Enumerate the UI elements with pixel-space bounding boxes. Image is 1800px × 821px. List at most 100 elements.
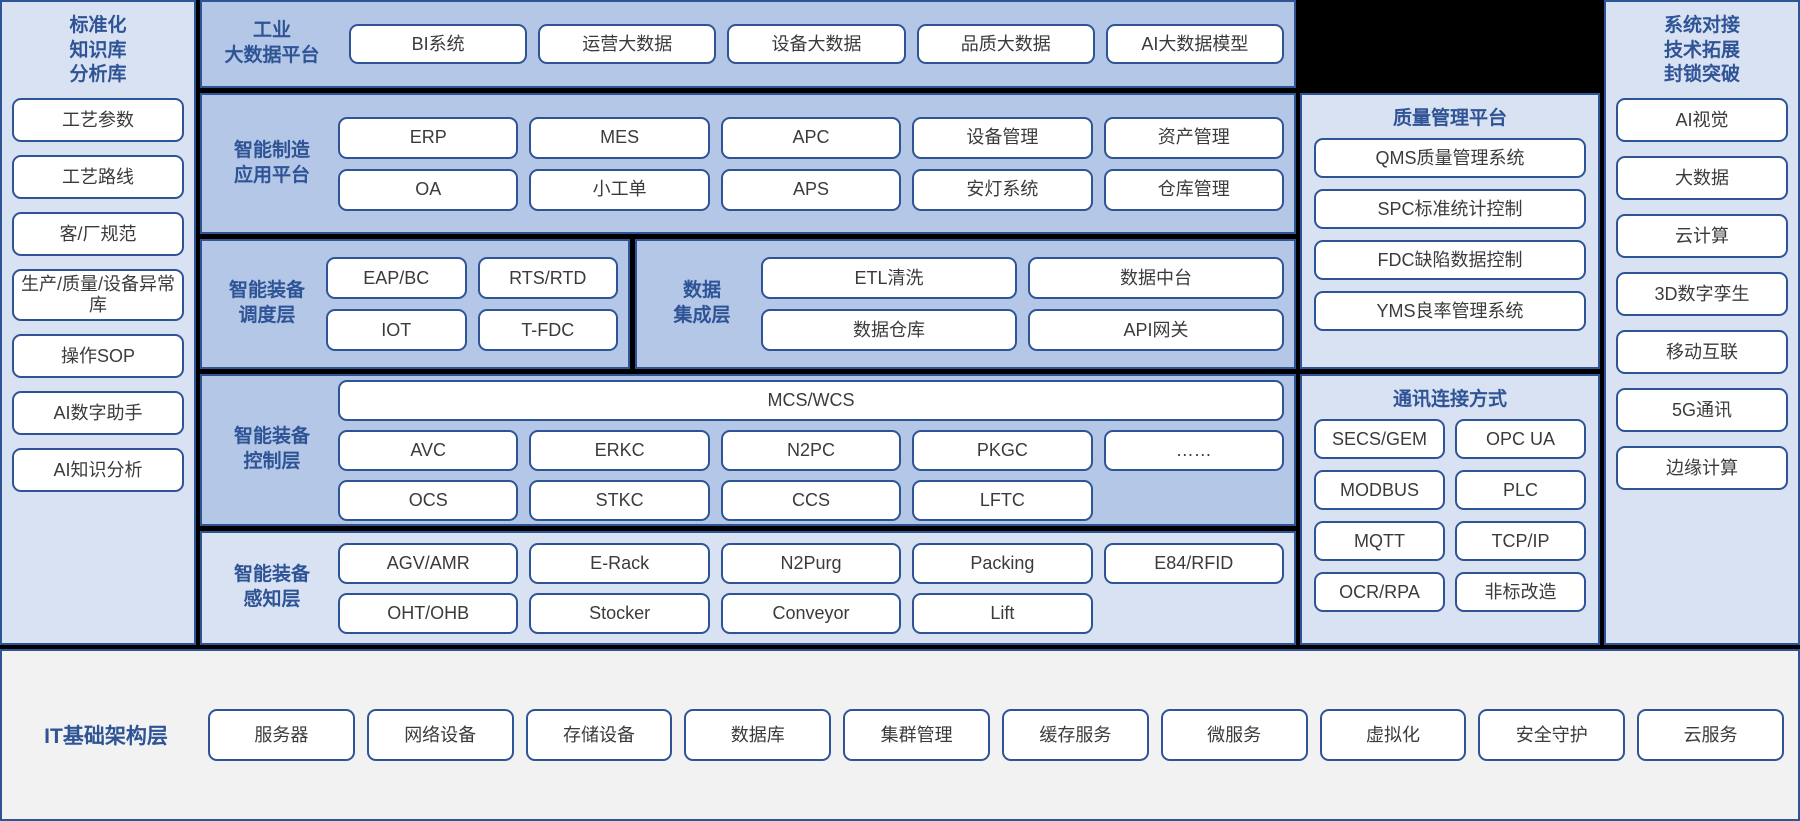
left-column-title: 标准化 知识库 分析库: [69, 14, 126, 88]
perception-item-7[interactable]: Conveyor: [720, 592, 902, 634]
right-column-title: 系统对接 技术拓展 封锁突破: [1664, 14, 1740, 88]
perception-layer-row: 智能装备 感知层 AGV/AMR E-Rack N2Purg Packing E…: [200, 531, 1296, 645]
right-item-2[interactable]: 云计算: [1616, 214, 1788, 259]
dispatch-item-0[interactable]: EAP/BC: [326, 257, 467, 299]
integration-layer-title: 数据 集成层: [647, 279, 757, 328]
app-item-0[interactable]: ERP: [338, 116, 519, 159]
app-item-4[interactable]: 资产管理: [1103, 116, 1284, 159]
control-item-6[interactable]: STKC: [529, 479, 710, 521]
integration-grid: ETL清洗 数据中台 数据仓库 API网关: [761, 257, 1284, 351]
it-item-9[interactable]: 云服务: [1637, 709, 1784, 761]
control-item-8[interactable]: LFTC: [912, 479, 1093, 521]
left-column-title-line-3: 分析库: [69, 64, 127, 86]
comm-item-7[interactable]: 非标改造: [1455, 572, 1586, 612]
quality-platform-title: 质量管理平台: [1392, 108, 1507, 129]
integration-item-3[interactable]: API网关: [1028, 309, 1284, 351]
quality-platform-panel: 质量管理平台 QMS质量管理系统 SPC标准统计控制 FDC缺陷数据控制 YMS…: [1300, 93, 1600, 369]
it-item-3[interactable]: 数据库: [684, 709, 832, 761]
control-item-4[interactable]: ……: [1103, 429, 1284, 471]
quality-item-1[interactable]: SPC标准统计控制: [1314, 189, 1586, 229]
perception-item-1[interactable]: E-Rack: [529, 542, 710, 584]
integration-item-1[interactable]: 数据中台: [1028, 257, 1284, 299]
left-item-6[interactable]: AI知识分析: [12, 448, 184, 493]
left-item-0[interactable]: 工艺参数: [12, 98, 184, 143]
dispatch-item-1[interactable]: RTS/RTD: [477, 257, 618, 299]
dispatch-grid: EAP/BC RTS/RTD IOT T-FDC: [326, 257, 618, 351]
right-item-6[interactable]: 边缘计算: [1616, 446, 1788, 491]
it-item-5[interactable]: 缓存服务: [1001, 709, 1149, 761]
control-item-3[interactable]: PKGC: [912, 429, 1093, 471]
control-layer-panel: 智能装备 控制层 MCS/WCS AVC ERKC N2PC PKGC …… O…: [200, 374, 1296, 526]
left-item-3[interactable]: 生产/质量/设备异常库: [12, 269, 184, 322]
it-item-2[interactable]: 存储设备: [525, 709, 673, 761]
control-item-mcs-wcs[interactable]: MCS/WCS: [338, 379, 1284, 421]
big-data-title-line-2: 大数据平台: [224, 45, 320, 66]
big-data-item-1[interactable]: 运营大数据: [538, 24, 717, 64]
it-item-6[interactable]: 微服务: [1160, 709, 1308, 761]
app-item-3[interactable]: 设备管理: [912, 116, 1093, 159]
app-item-9[interactable]: 仓库管理: [1103, 168, 1284, 211]
perception-item-4[interactable]: E84/RFID: [1103, 542, 1284, 584]
perception-item-8[interactable]: Lift: [912, 592, 1093, 634]
app-item-6[interactable]: 小工单: [529, 168, 710, 211]
comm-item-0[interactable]: SECS/GEM: [1314, 419, 1445, 459]
right-item-0[interactable]: AI视觉: [1616, 98, 1788, 143]
perception-item-5[interactable]: OHT/OHB: [338, 592, 519, 634]
app-item-8[interactable]: 安灯系统: [912, 168, 1093, 211]
perception-item-0[interactable]: AGV/AMR: [338, 542, 519, 584]
perception-item-3[interactable]: Packing: [912, 542, 1093, 584]
integration-item-0[interactable]: ETL清洗: [761, 257, 1017, 299]
big-data-item-0[interactable]: BI系统: [349, 24, 528, 64]
app-item-7[interactable]: APS: [720, 168, 902, 211]
big-data-item-4[interactable]: AI大数据模型: [1105, 24, 1285, 64]
perception-item-2[interactable]: N2Purg: [720, 542, 902, 584]
quality-item-2[interactable]: FDC缺陷数据控制: [1314, 240, 1586, 280]
quality-item-3[interactable]: YMS良率管理系统: [1314, 291, 1586, 331]
middle-column: 工业 大数据平台 BI系统 运营大数据 设备大数据 品质大数据 AI大数据模型 …: [200, 0, 1296, 645]
comm-item-3[interactable]: PLC: [1455, 470, 1586, 510]
perception-item-placeholder: [1104, 593, 1284, 634]
control-item-0[interactable]: AVC: [338, 429, 519, 471]
it-item-0[interactable]: 服务器: [208, 709, 355, 761]
control-item-7[interactable]: CCS: [720, 479, 902, 521]
left-item-1[interactable]: 工艺路线: [12, 155, 184, 200]
it-item-7[interactable]: 虚拟化: [1319, 709, 1467, 761]
right-item-3[interactable]: 3D数字孪生: [1616, 272, 1788, 317]
control-grid: AVC ERKC N2PC PKGC …… OCS STKC CCS LFTC: [338, 429, 1284, 521]
comm-item-6[interactable]: OCR/RPA: [1314, 572, 1445, 612]
app-item-5[interactable]: OA: [338, 168, 519, 211]
integration-item-2[interactable]: 数据仓库: [761, 309, 1017, 351]
left-column-title-line-2: 知识库: [69, 39, 127, 61]
left-item-4[interactable]: 操作SOP: [12, 334, 184, 379]
control-item-2[interactable]: N2PC: [720, 429, 902, 471]
left-item-5[interactable]: AI数字助手: [12, 391, 184, 436]
right-item-1[interactable]: 大数据: [1616, 156, 1788, 201]
dispatch-item-2[interactable]: IOT: [326, 309, 467, 351]
dispatch-title-line-1: 智能装备: [228, 280, 305, 302]
right-column-title-line-2: 技术拓展: [1663, 39, 1740, 61]
big-data-item-2[interactable]: 设备大数据: [727, 24, 906, 64]
big-data-item-3[interactable]: 品质大数据: [916, 24, 1095, 64]
it-item-4[interactable]: 集群管理: [843, 709, 990, 761]
right-item-5[interactable]: 5G通讯: [1616, 388, 1788, 433]
dispatch-item-3[interactable]: T-FDC: [477, 309, 618, 351]
quality-item-0[interactable]: QMS质量管理系统: [1314, 138, 1586, 178]
comm-item-4[interactable]: MQTT: [1314, 521, 1445, 561]
comm-item-1[interactable]: OPC UA: [1455, 419, 1586, 459]
control-item-1[interactable]: ERKC: [529, 429, 710, 471]
app-item-2[interactable]: APC: [720, 116, 902, 159]
right-item-4[interactable]: 移动互联: [1616, 330, 1788, 375]
left-item-2[interactable]: 客/厂规范: [12, 212, 184, 257]
control-item-5[interactable]: OCS: [338, 479, 519, 521]
it-item-1[interactable]: 网络设备: [366, 709, 514, 761]
comm-item-5[interactable]: TCP/IP: [1455, 521, 1586, 561]
dispatch-integration-row: 智能装备 调度层 EAP/BC RTS/RTD IOT T-FDC 数据 集成层: [200, 239, 1296, 369]
perception-item-6[interactable]: Stocker: [529, 592, 710, 634]
it-item-8[interactable]: 安全守护: [1478, 709, 1626, 761]
app-item-1[interactable]: MES: [529, 116, 710, 159]
it-infrastructure-panel: IT基础架构层 服务器 网络设备 存储设备 数据库 集群管理 缓存服务 微服务 …: [0, 649, 1800, 821]
left-column-title-line-1: 标准化: [69, 15, 127, 36]
big-data-platform-panel: 工业 大数据平台 BI系统 运营大数据 设备大数据 品质大数据 AI大数据模型: [200, 0, 1296, 88]
communication-panel: 通讯连接方式 SECS/GEM OPC UA MODBUS PLC MQTT T…: [1300, 374, 1600, 645]
comm-item-2[interactable]: MODBUS: [1314, 470, 1445, 510]
